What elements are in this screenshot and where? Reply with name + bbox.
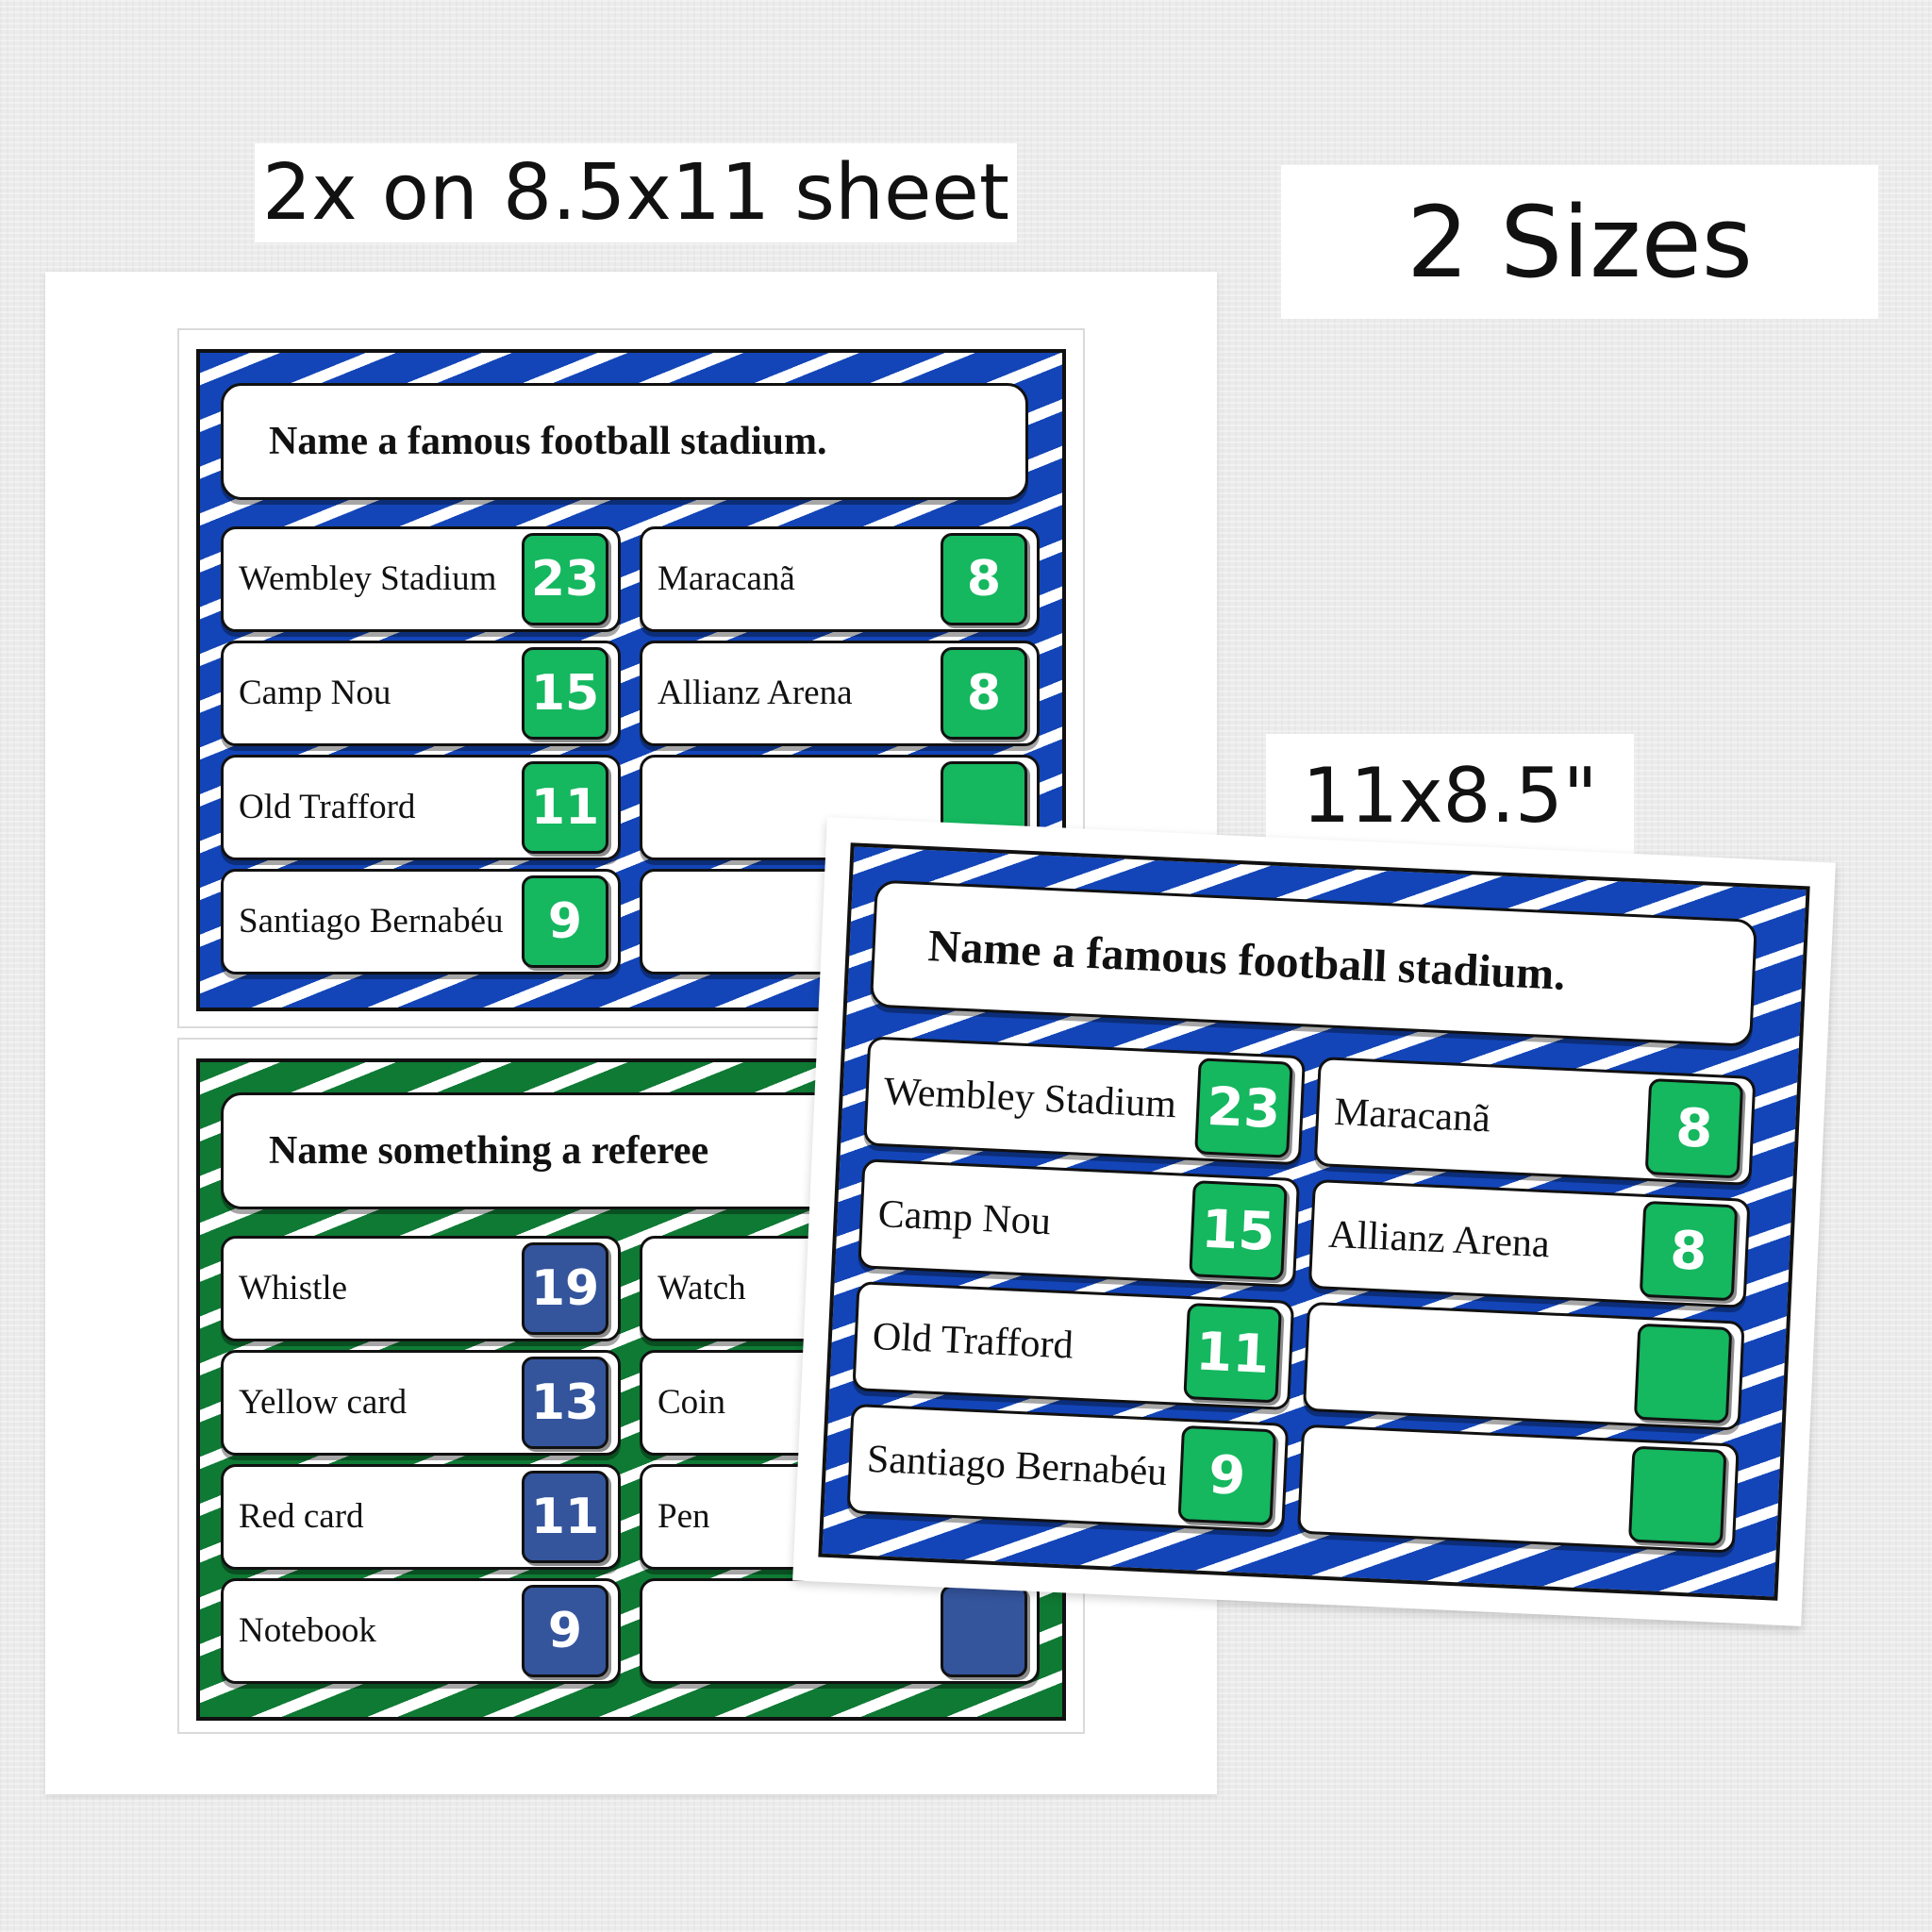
points-box: 11 bbox=[522, 1471, 608, 1563]
referee-card-small: Name something a referee Whistle 19 Watc… bbox=[196, 1058, 1066, 1721]
answer-slot: Allianz Arena 8 bbox=[640, 641, 1040, 746]
answer-slot: Notebook 9 bbox=[221, 1578, 621, 1684]
answer-slot: Whistle 19 bbox=[221, 1236, 621, 1341]
answer-text bbox=[1321, 1306, 1639, 1424]
answer-text: Wembley Stadium bbox=[239, 558, 497, 598]
points-box: 8 bbox=[1639, 1200, 1739, 1302]
landscape-card-sheet: Name a famous football stadium. Wembley … bbox=[792, 817, 1836, 1626]
answer-slot: Maracanã 8 bbox=[1313, 1057, 1757, 1186]
answer-text: Whistle bbox=[239, 1268, 348, 1307]
question-banner: Name a famous football stadium. bbox=[869, 879, 1758, 1047]
answer-slot-blank bbox=[1302, 1301, 1745, 1431]
answer-text: Old Trafford bbox=[871, 1314, 1074, 1368]
points-box: 8 bbox=[941, 533, 1027, 625]
answer-text: Old Trafford bbox=[239, 787, 416, 826]
answer-slot: Camp Nou 15 bbox=[858, 1158, 1301, 1289]
sheet-size-label: 2x on 8.5x11 sheet bbox=[255, 143, 1017, 242]
answer-text: Camp Nou bbox=[876, 1192, 1052, 1244]
points-box bbox=[1627, 1445, 1727, 1546]
points-box: 9 bbox=[1177, 1424, 1276, 1526]
answer-text: Maracanã bbox=[1333, 1090, 1491, 1141]
question-banner: Name a famous football stadium. bbox=[221, 383, 1028, 500]
answer-slot: Santiago Bernabéu 9 bbox=[221, 869, 621, 974]
points-box: 13 bbox=[522, 1357, 608, 1449]
points-box bbox=[941, 1585, 1027, 1677]
answer-text: Camp Nou bbox=[239, 673, 391, 712]
points-box: 15 bbox=[1189, 1180, 1288, 1281]
answer-text: Allianz Arena bbox=[658, 673, 853, 712]
answer-slot: Old Trafford 11 bbox=[852, 1281, 1295, 1411]
points-box: 15 bbox=[522, 647, 608, 740]
answer-slot-blank bbox=[1296, 1424, 1740, 1554]
answer-slot: Santiago Bernabéu 9 bbox=[846, 1403, 1290, 1533]
answer-text: Pen bbox=[658, 1496, 710, 1536]
answer-slot: Wembley Stadium 23 bbox=[221, 526, 621, 632]
answer-text bbox=[658, 1581, 942, 1681]
answer-text: Santiago Bernabéu bbox=[239, 901, 504, 941]
points-box: 11 bbox=[1183, 1303, 1282, 1404]
points-box: 23 bbox=[522, 533, 608, 625]
answer-slot: Red card 11 bbox=[221, 1464, 621, 1570]
answer-text: Watch bbox=[658, 1268, 746, 1307]
answer-text: Allianz Arena bbox=[1327, 1212, 1551, 1267]
points-box: 19 bbox=[522, 1242, 608, 1335]
answer-text: Notebook bbox=[239, 1610, 376, 1650]
answer-text: Red card bbox=[239, 1496, 364, 1536]
points-box: 9 bbox=[522, 1585, 608, 1677]
points-box: 11 bbox=[522, 761, 608, 854]
answer-slot-blank bbox=[640, 1578, 1040, 1684]
answer-slot: Yellow card 13 bbox=[221, 1350, 621, 1456]
answer-text: Coin bbox=[658, 1382, 725, 1422]
answer-text: Maracanã bbox=[658, 558, 795, 598]
answer-text: Yellow card bbox=[239, 1382, 408, 1422]
stadium-card-large: Name a famous football stadium. Wembley … bbox=[818, 842, 1810, 1601]
points-box bbox=[1633, 1323, 1733, 1424]
points-box: 9 bbox=[522, 875, 608, 968]
answer-slot: Wembley Stadium 23 bbox=[863, 1036, 1306, 1166]
landscape-size-label: 11x8.5" bbox=[1266, 734, 1634, 857]
question-banner: Name something a referee bbox=[221, 1092, 1028, 1209]
answer-text bbox=[1315, 1428, 1633, 1546]
points-box: 8 bbox=[941, 647, 1027, 740]
answer-slot: Old Trafford 11 bbox=[221, 755, 621, 860]
points-box: 23 bbox=[1194, 1058, 1293, 1158]
sizes-label: 2 Sizes bbox=[1281, 165, 1878, 319]
answer-text: Santiago Bernabéu bbox=[866, 1437, 1169, 1495]
points-box: 8 bbox=[1644, 1077, 1744, 1179]
answer-text: Wembley Stadium bbox=[882, 1070, 1177, 1127]
answer-slot: Camp Nou 15 bbox=[221, 641, 621, 746]
answer-slot: Allianz Arena 8 bbox=[1307, 1178, 1751, 1308]
answer-slot: Maracanã 8 bbox=[640, 526, 1040, 632]
